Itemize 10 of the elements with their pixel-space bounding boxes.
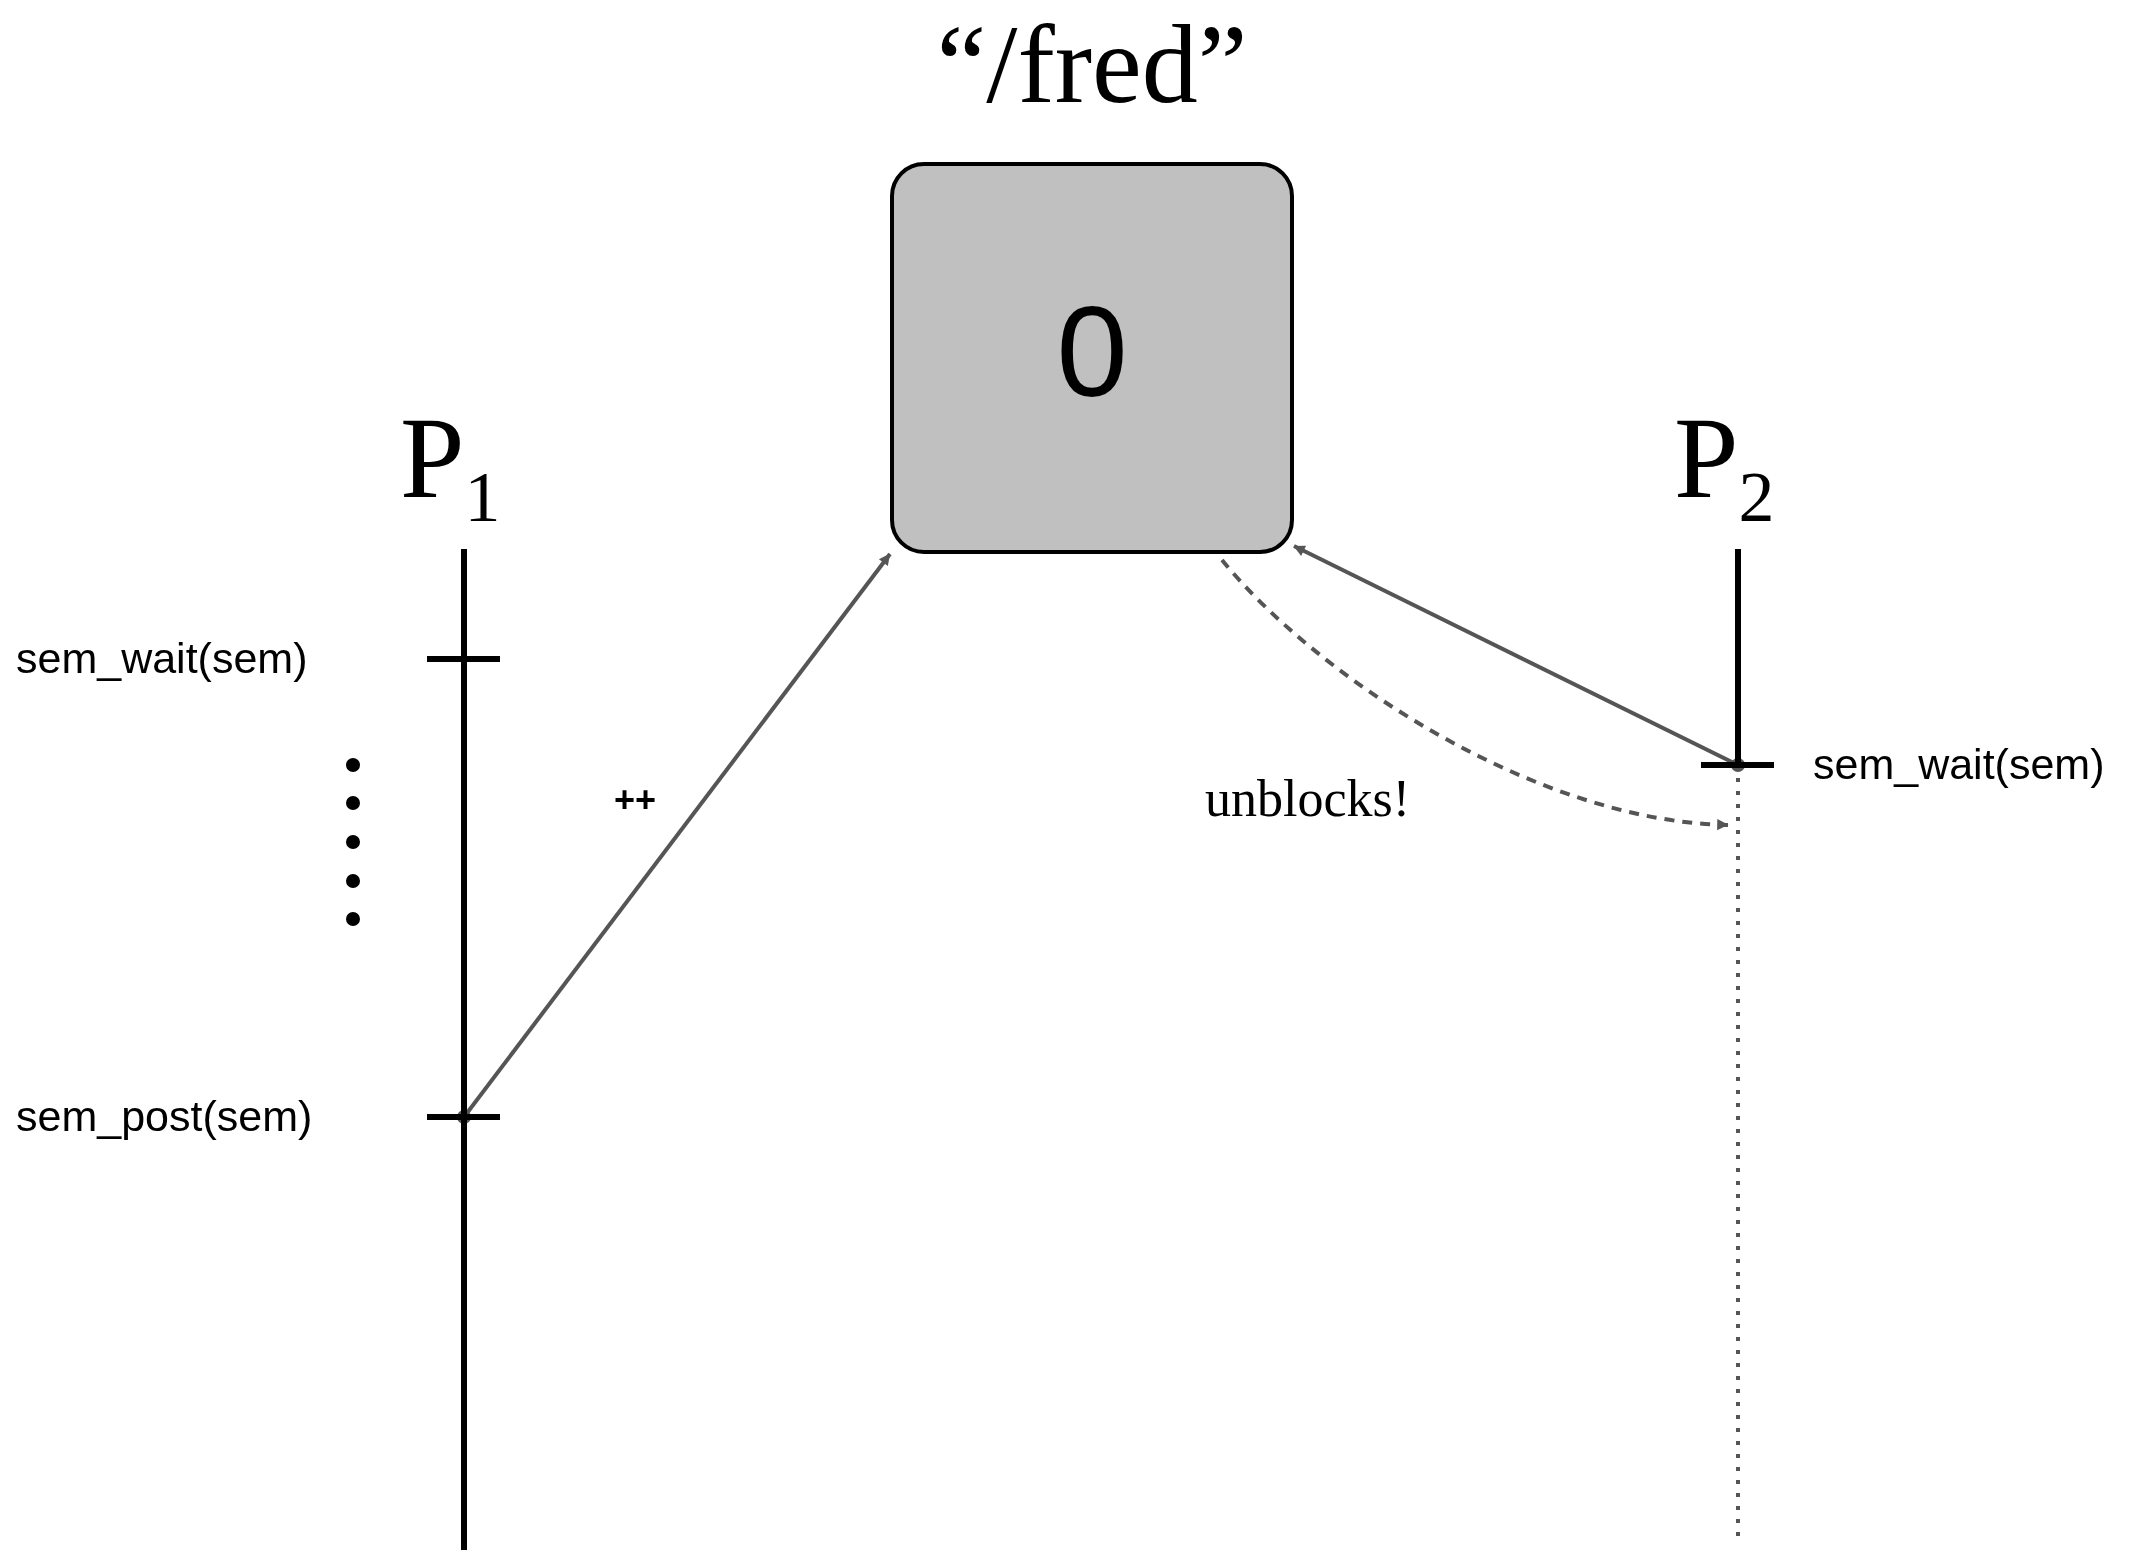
arrow — [457, 552, 892, 1124]
semaphore-name: “/fred” — [936, 8, 1248, 120]
process-label: P$_{1}$ — [400, 400, 501, 535]
arrow — [1293, 544, 1745, 772]
function-call-label: sem_post(sem) — [16, 1091, 313, 1142]
function-call-label: sem_wait(sem) — [16, 633, 308, 684]
semaphore-value: 0 — [1056, 287, 1128, 416]
function-call-label: sem_wait(sem) — [1813, 739, 2105, 790]
process-label: P$_{2}$ — [1674, 400, 1775, 535]
arrow — [1220, 558, 1729, 830]
